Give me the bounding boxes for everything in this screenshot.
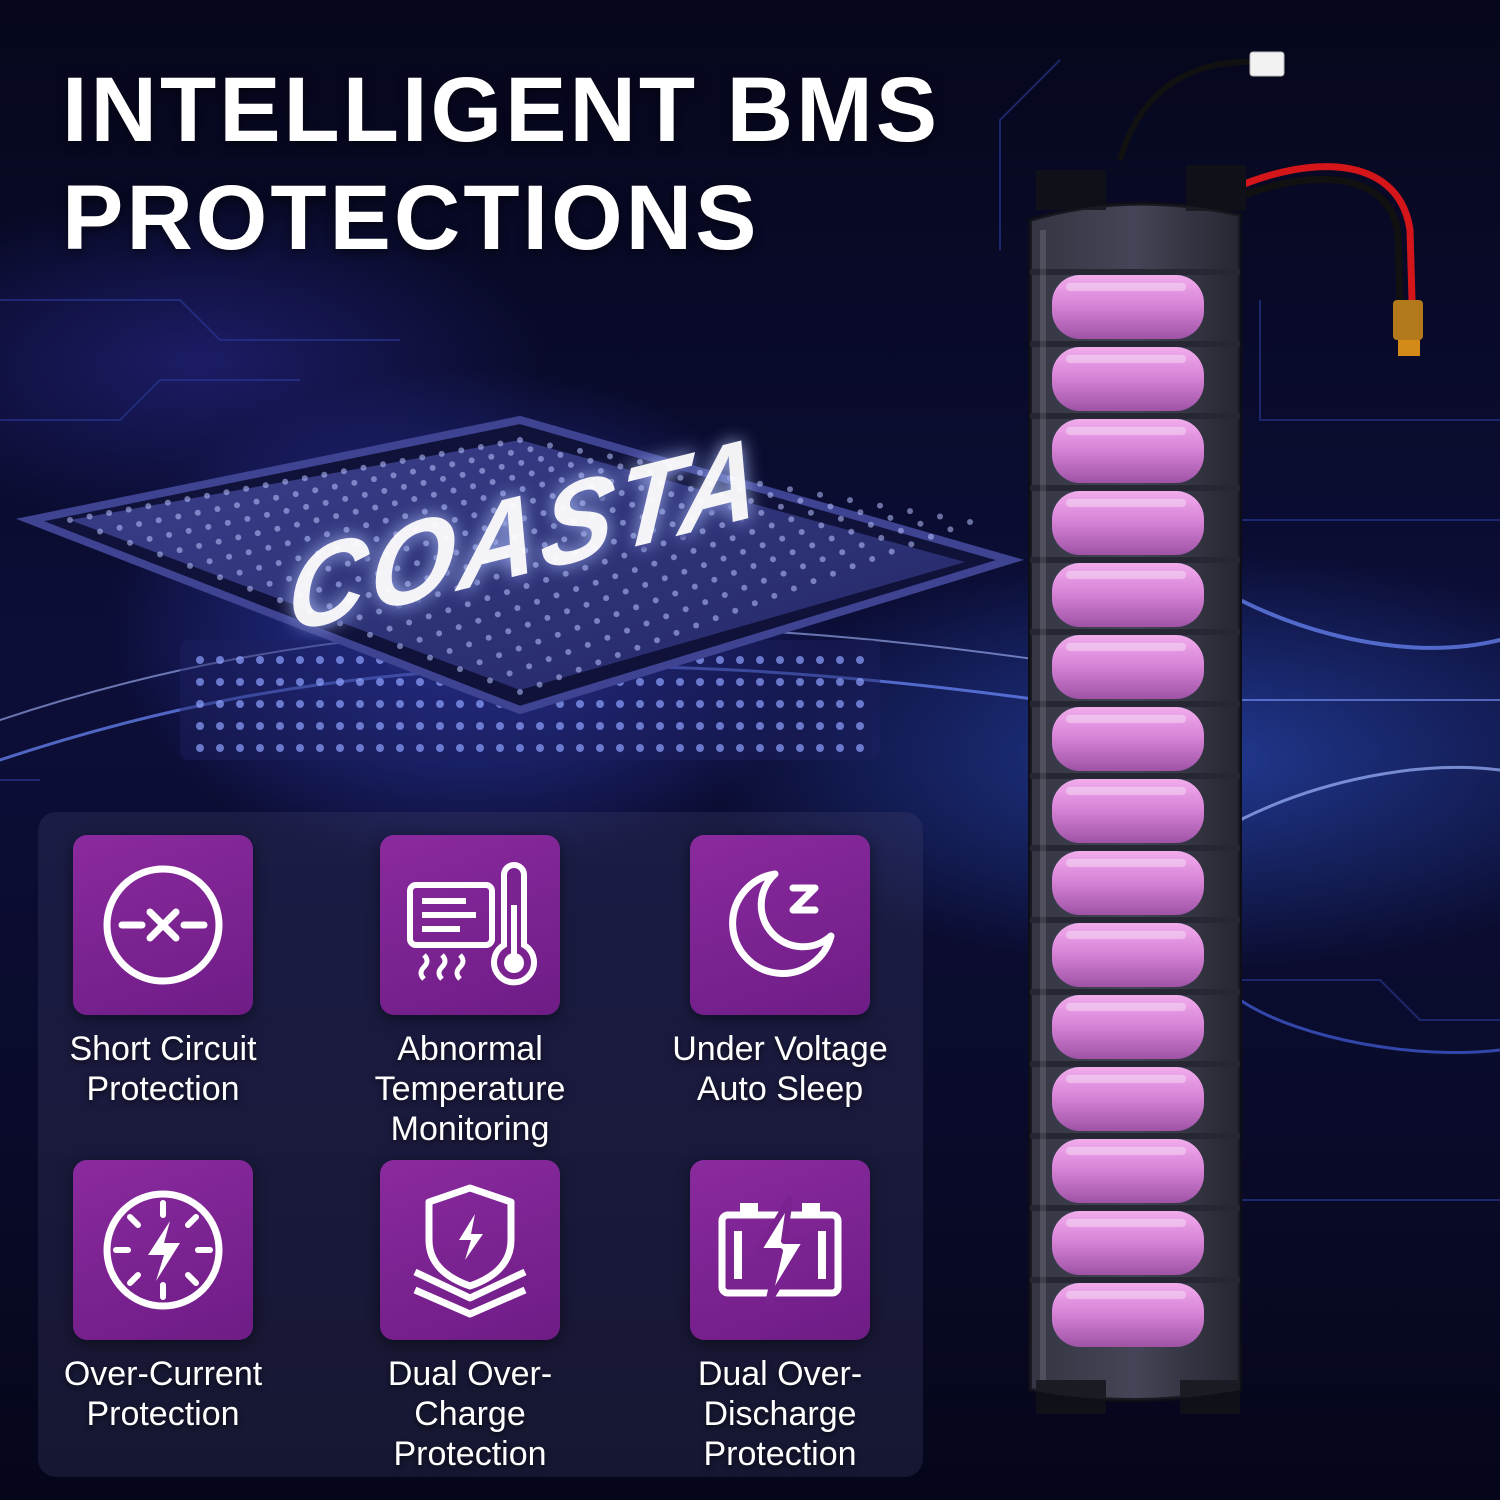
battery-cell xyxy=(1052,491,1204,555)
battery-cell xyxy=(1052,419,1204,483)
battery-cell xyxy=(1052,707,1204,771)
battery-cell xyxy=(1052,1211,1204,1275)
battery-cell xyxy=(1052,563,1204,627)
battery-cell xyxy=(1052,851,1204,915)
moon-sleep-icon xyxy=(729,870,835,977)
icon-tile xyxy=(380,1160,560,1340)
battery-cell xyxy=(1052,923,1204,987)
battery-discharge-icon xyxy=(718,1196,842,1306)
battery-cell xyxy=(1052,275,1204,339)
icon-tile xyxy=(690,835,870,1015)
xt30-connector xyxy=(1393,300,1423,340)
page-title: INTELLIGENT BMS PROTECTIONS xyxy=(62,56,982,272)
icon-tile xyxy=(73,835,253,1015)
battery-cell xyxy=(1052,347,1204,411)
shield-charge-icon xyxy=(413,1184,527,1318)
battery-cell xyxy=(1052,779,1204,843)
battery-cell xyxy=(1052,995,1204,1059)
icon-tile xyxy=(380,835,560,1015)
short-circuit-icon xyxy=(103,865,223,985)
battery-cell xyxy=(1052,635,1204,699)
lightning-circle-icon xyxy=(103,1190,223,1310)
title-line-1: INTELLIGENT BMS xyxy=(62,59,941,161)
battery-cell xyxy=(1052,1139,1204,1203)
icon-tile xyxy=(73,1160,253,1340)
icon-tile xyxy=(690,1160,870,1340)
battery-cell xyxy=(1052,1067,1204,1131)
battery-cell xyxy=(1052,1283,1204,1347)
title-line-2: PROTECTIONS xyxy=(62,167,760,269)
balance-connector xyxy=(1249,51,1285,77)
thermometer-icon xyxy=(407,862,537,986)
